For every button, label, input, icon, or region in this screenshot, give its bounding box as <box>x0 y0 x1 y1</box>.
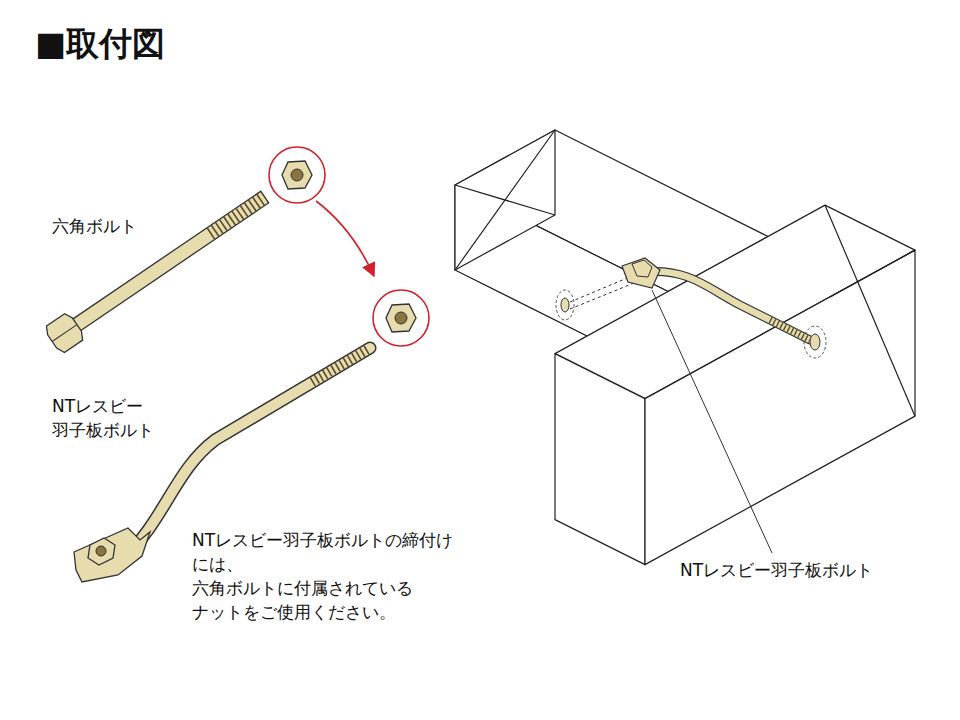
hex-bolt <box>43 184 274 355</box>
nut-callout-circle <box>373 290 429 346</box>
nut <box>386 304 416 332</box>
timber-wireframe <box>455 130 915 565</box>
part-name: 六角ボルト <box>52 214 137 238</box>
usage-note: NTレスビー羽子板ボルトの締付け には、六角ボルトに付属されている ナットをご使… <box>192 528 453 624</box>
page-title: ■取付図 <box>35 24 165 64</box>
leader-line <box>652 290 772 553</box>
callout-label: NTレスビー羽子板ボルト <box>680 558 873 582</box>
part-name: NTレスビー 羽子板ボルト <box>52 394 154 442</box>
nut-callout-circle <box>269 147 325 203</box>
transfer-arrow <box>316 201 374 276</box>
installed-bolt <box>556 258 826 358</box>
nut <box>282 161 312 189</box>
